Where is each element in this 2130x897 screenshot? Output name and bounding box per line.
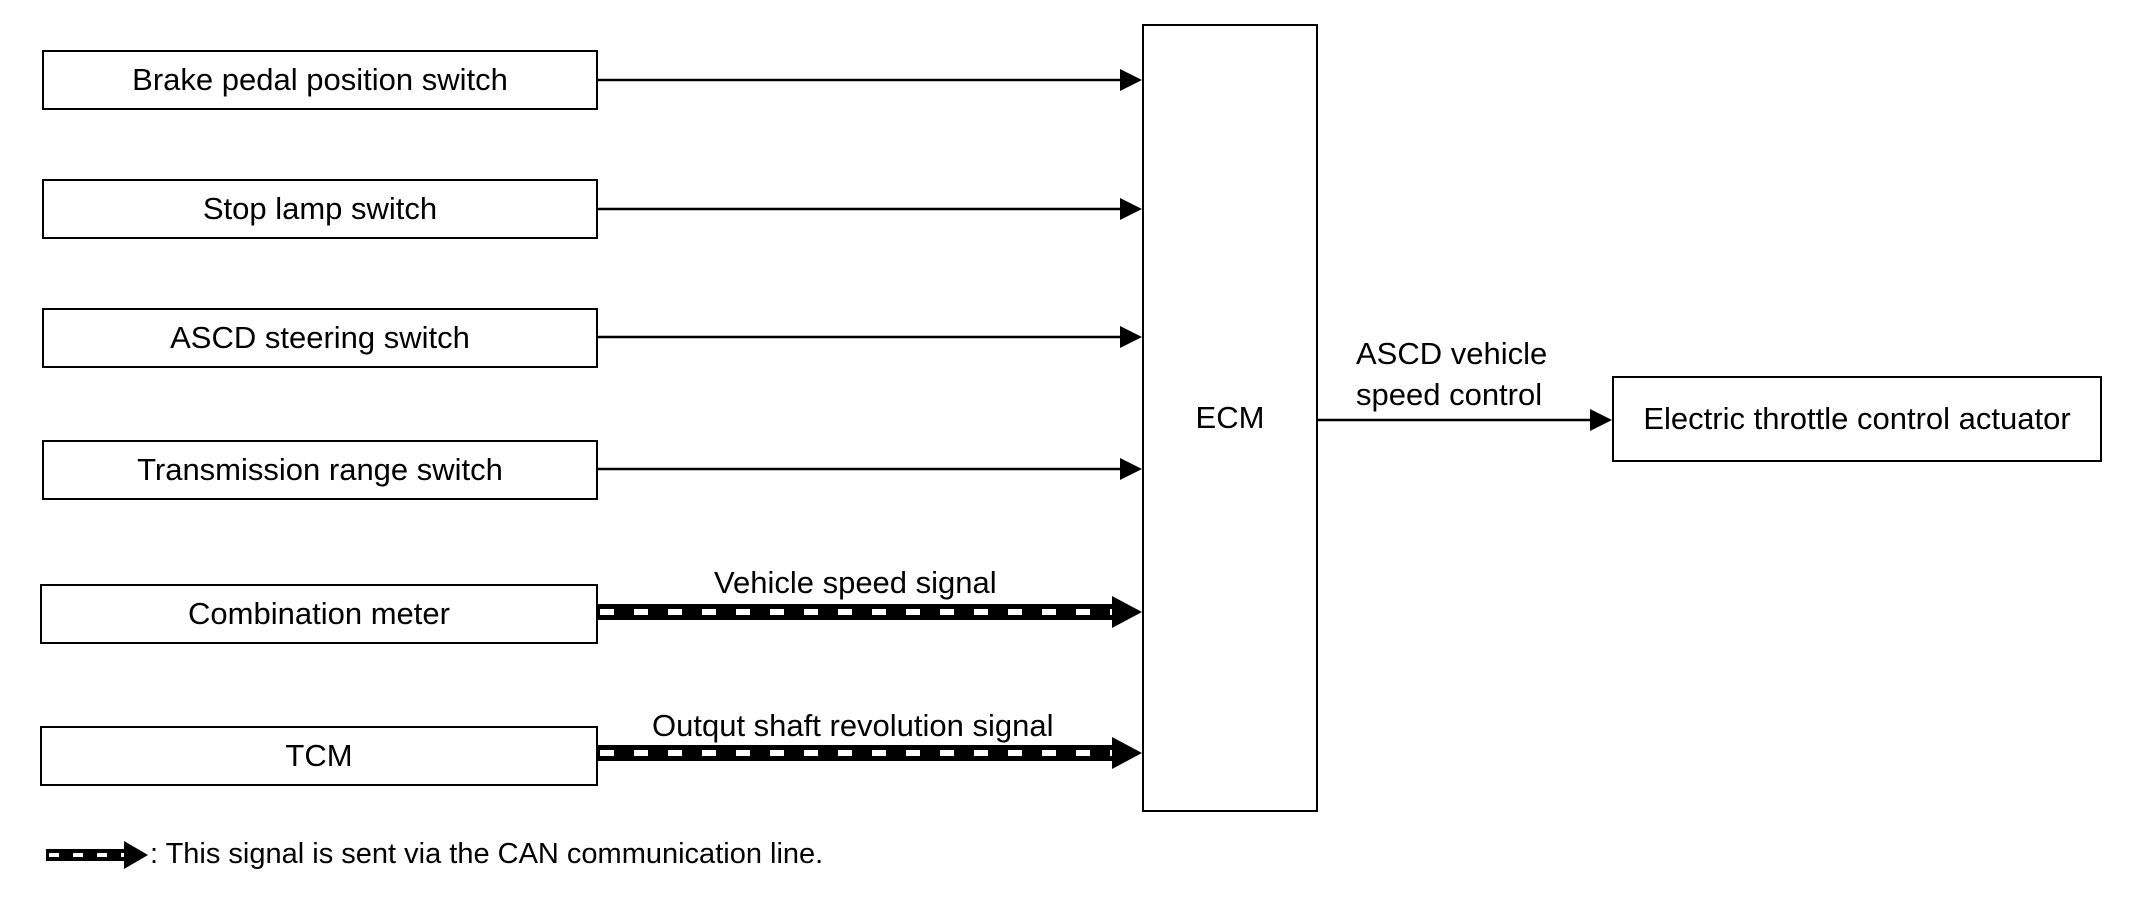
ecm-box: ECM [1142, 24, 1318, 812]
can-line-output-shaft [596, 737, 1142, 769]
actuator-label: Electric throttle control actuator [1643, 401, 2071, 436]
input-label: TCM [285, 738, 353, 773]
legend-text: : This signal is sent via the CAN commun… [150, 838, 824, 870]
can-line-legend-icon [46, 840, 148, 869]
input-box-tcm: TCM [40, 726, 598, 786]
input-label: Stop lamp switch [202, 191, 438, 226]
input-label: Transmission range switch [137, 452, 503, 487]
input-label: Combination meter [188, 596, 450, 631]
can-line-vehicle-speed [596, 596, 1142, 628]
wire-ecm-to-actuator [1318, 409, 1612, 431]
input-box-transmission-range-switch: Transmission range switch [42, 440, 598, 500]
input-label: Brake pedal position switch [132, 62, 508, 97]
wire-stop-lamp [596, 198, 1142, 220]
input-label: ASCD steering switch [170, 320, 470, 355]
input-box-brake-pedal-position-switch: Brake pedal position switch [42, 50, 598, 110]
legend: : This signal is sent via the CAN commun… [44, 838, 823, 871]
input-box-combination-meter: Combination meter [40, 584, 598, 644]
wire-ascd-steering [596, 326, 1142, 348]
signal-label-output-shaft: Outqut shaft revolution signal [652, 708, 1054, 743]
wire-brake-pedal [596, 69, 1142, 91]
output-signal-label-line2: speed control [1356, 377, 1543, 412]
signal-label-vehicle-speed: Vehicle speed signal [714, 565, 997, 600]
actuator-box: Electric throttle control actuator [1612, 376, 2102, 462]
input-box-ascd-steering-switch: ASCD steering switch [42, 308, 598, 368]
input-box-stop-lamp-switch: Stop lamp switch [42, 179, 598, 239]
wire-transmission-range [596, 458, 1142, 480]
ecm-label: ECM [1195, 400, 1265, 435]
output-signal-label-line1: ASCD vehicle [1356, 336, 1548, 371]
